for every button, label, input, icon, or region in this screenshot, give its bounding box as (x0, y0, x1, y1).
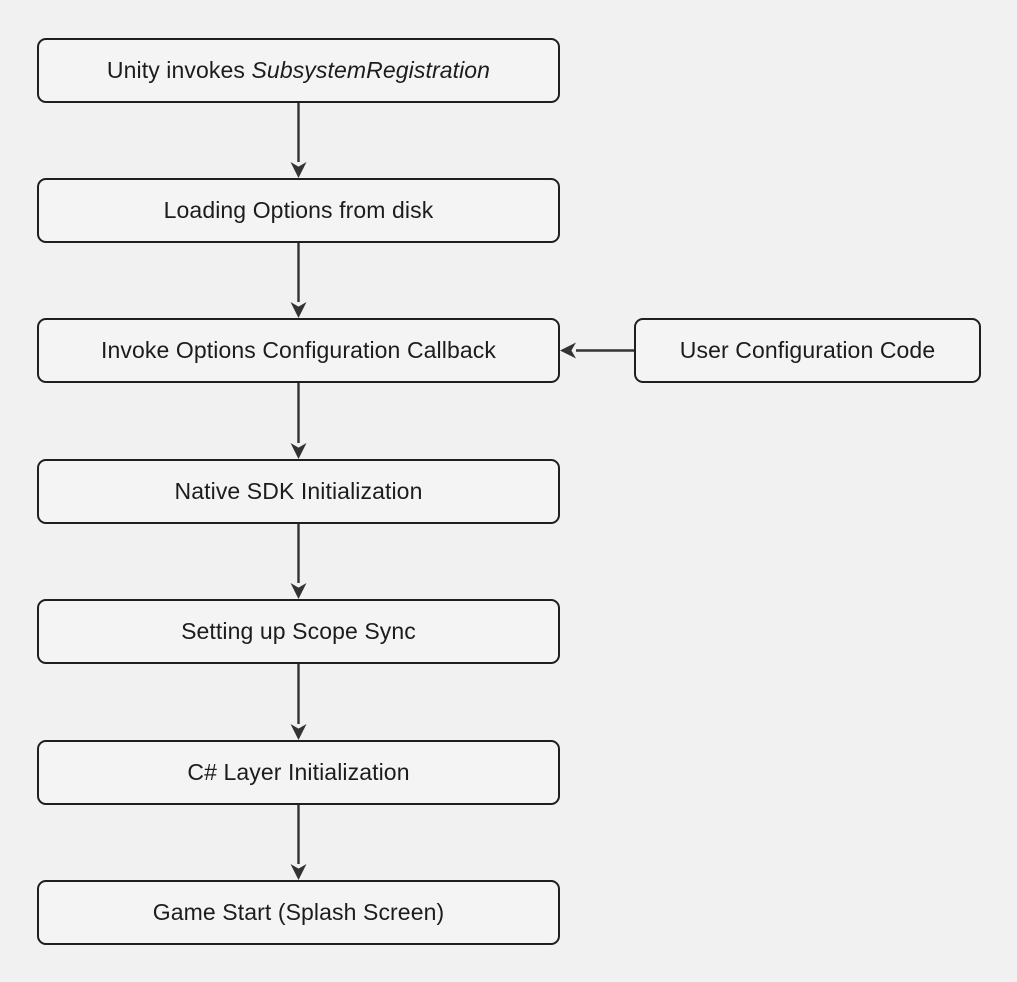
node-subsystem-registration[interactable]: Unity invokes SubsystemRegistration (37, 38, 560, 103)
node-label-user-configuration-code: User Configuration Code (679, 336, 936, 363)
node-scope-sync[interactable]: Setting up Scope Sync (37, 599, 560, 664)
node-label-scope-sync: Setting up Scope Sync (181, 617, 416, 644)
node-label-game-start: Game Start (Splash Screen) (152, 898, 445, 925)
node-invoke-options-callback[interactable]: Invoke Options Configuration Callback (37, 318, 560, 383)
node-user-configuration-code[interactable]: User Configuration Code (634, 318, 981, 383)
node-csharp-layer-init[interactable]: C# Layer Initialization (37, 740, 560, 805)
node-loading-options[interactable]: Loading Options from disk (37, 178, 560, 243)
node-label-invoke-options-callback: Invoke Options Configuration Callback (101, 336, 496, 363)
node-label-native-sdk-init: Native SDK Initialization (174, 477, 423, 504)
node-label-plain-subsystem-registration: Unity invokes (106, 56, 252, 83)
node-label-emphasis-subsystem-registration: SubsystemRegistration (251, 56, 491, 83)
node-label-subsystem-registration: Unity invokes SubsystemRegistration (107, 57, 490, 85)
node-label-csharp-layer-init: C# Layer Initialization (187, 758, 410, 785)
node-native-sdk-init[interactable]: Native SDK Initialization (37, 459, 560, 524)
node-label-loading-options: Loading Options from disk (163, 196, 434, 223)
node-game-start[interactable]: Game Start (Splash Screen) (37, 880, 560, 945)
